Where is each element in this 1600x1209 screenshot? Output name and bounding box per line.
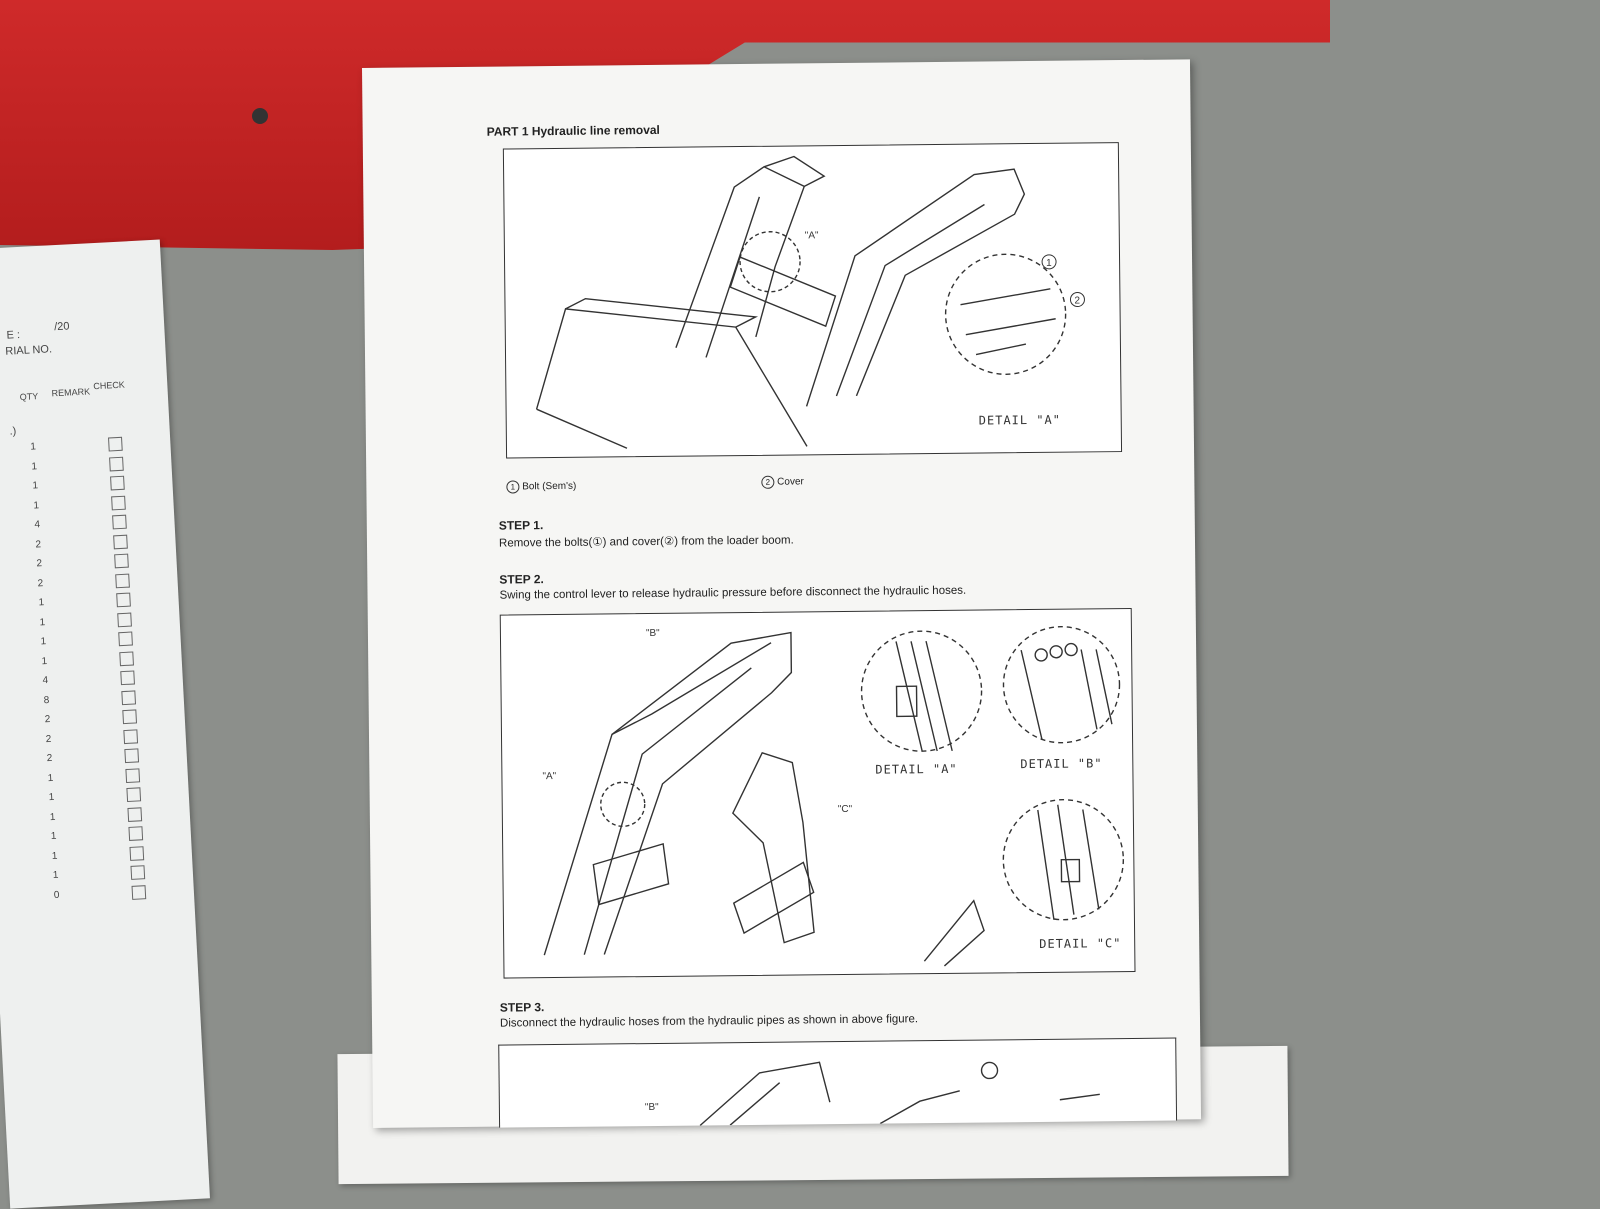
checklist-qty: 1 [41,655,48,667]
checklist-qty: 1 [48,791,55,804]
figure-3-partial: "B" [498,1037,1178,1128]
caption-cover-number: 2 [761,475,775,489]
figure-2-drawing: "B" "A" "C" DETAIL "A" DETAIL "B" DETAIL… [542,626,1125,967]
fig2-detail-c-label: DETAIL "C" [1039,936,1121,951]
checklist-checkbox[interactable] [116,592,131,608]
step2-title: STEP 2. [499,572,544,587]
checklist-qty: 1 [39,616,46,628]
fig1-detail-a-label: DETAIL "A" [979,413,1061,428]
fig3-ref-b: "B" [645,1102,659,1113]
checklist-qty: 1 [30,441,37,453]
col-check-header: CHECK [93,379,126,392]
checklist-qty: 1 [49,811,56,823]
fig2-ref-b: "B" [646,628,660,639]
checklist-checkbox[interactable] [119,650,134,666]
caption-cover-text: Cover [777,476,804,488]
checklist-qty: 4 [34,519,41,531]
checklist-qty: 2 [45,733,52,745]
step3-title: STEP 3. [499,1000,545,1015]
fig1-callout-2: 2 [1074,295,1080,306]
checklist-checkbox[interactable] [121,689,136,705]
row-marker: .) [9,425,17,438]
checklist-checkbox[interactable] [125,767,141,783]
checklist-qty: 0 [53,889,60,901]
checklist-qty: 1 [40,636,47,648]
checklist-qty: 1 [31,460,38,473]
step1-title: STEP 1. [498,518,544,533]
checklist-date-value: /20 [53,320,70,334]
fig2-detail-a-label: DETAIL "A" [875,762,957,777]
col-remark-header: REMARK [51,386,91,399]
checklist-qty: 1 [32,480,39,492]
parts-checklist-sheet: E : /20 RIAL NO. QTY REMARK CHECK .) 1 1 1… [0,239,210,1209]
checklist-qty: 2 [44,713,51,726]
checklist-qty: 1 [50,830,57,843]
checklist-qty: 2 [36,558,43,570]
checklist-qty: 1 [51,850,58,862]
checklist-checkbox[interactable] [120,670,135,686]
caption-bolt-number: 1 [506,480,520,494]
checklist-checkbox[interactable] [127,806,143,822]
figure-1-loader-boom: "A" 1 2 DETAIL "A" [502,142,1123,459]
checklist-checkbox[interactable] [124,748,140,764]
checklist-qty: 8 [43,694,50,706]
col-qty-header: QTY [19,391,39,403]
checklist-qty: 1 [38,597,45,609]
figure-3-drawing: "B" [645,1061,1100,1127]
checklist-checkbox[interactable] [110,475,125,491]
checklist-checkbox[interactable] [126,787,142,803]
step2-text: Swing the control lever to release hydra… [499,584,967,602]
fig1-callout-1: 1 [1046,258,1052,269]
checklist-checkbox[interactable] [113,534,128,549]
checklist-qty: 2 [46,752,53,765]
caption-bolt: 1 Bolt (Sem's) [506,480,576,494]
checklist-checkbox[interactable] [129,845,145,861]
checklist-qty: 1 [33,499,40,511]
checklist-checkbox[interactable] [130,865,146,880]
checklist-checkbox[interactable] [131,884,147,900]
figure-1-drawing: "A" 1 2 DETAIL "A" [535,155,1085,449]
checklist-checkbox[interactable] [128,826,144,841]
panel-hole [252,108,268,124]
checklist-qty: 1 [52,869,59,881]
fig2-ref-a: "A" [542,771,556,782]
checklist-qty: 4 [42,674,49,687]
step3-text: Disconnect the hydraulic hoses from the … [499,1013,919,1030]
checklist-checkbox[interactable] [114,553,129,569]
checklist-checkbox[interactable] [112,514,127,530]
caption-cover: 2 Cover [761,475,804,489]
checklist-checkbox[interactable] [117,612,132,627]
checklist-checkbox[interactable] [118,631,133,647]
checklist-date-label: E : [6,328,21,342]
step1-text: Remove the bolts(①) and cover(②) from th… [498,534,794,550]
checklist-qty: 2 [37,577,44,589]
fig2-ref-c: "C" [838,804,853,815]
checklist-checkbox[interactable] [111,495,126,510]
checklist-qty: 1 [47,772,54,784]
checklist-qty: 2 [35,538,42,550]
fig2-detail-b-label: DETAIL "B" [1020,756,1102,771]
instruction-page: PART 1 Hydraulic line removal [362,59,1202,1128]
checklist-checkbox[interactable] [109,456,124,471]
fig1-ref-a: "A" [805,230,819,241]
caption-bolt-text: Bolt (Sem's) [522,480,577,493]
part-title: PART 1 Hydraulic line removal [486,122,660,139]
checklist-checkbox[interactable] [115,573,130,588]
figure-2-hydraulic-hoses: "B" "A" "C" DETAIL "A" DETAIL "B" DETAIL… [499,607,1136,979]
checklist-checkbox[interactable] [123,728,139,744]
checklist-serial-label: RIAL NO. [5,343,53,358]
checklist-checkbox[interactable] [108,436,123,452]
checklist-checkbox[interactable] [122,709,138,725]
